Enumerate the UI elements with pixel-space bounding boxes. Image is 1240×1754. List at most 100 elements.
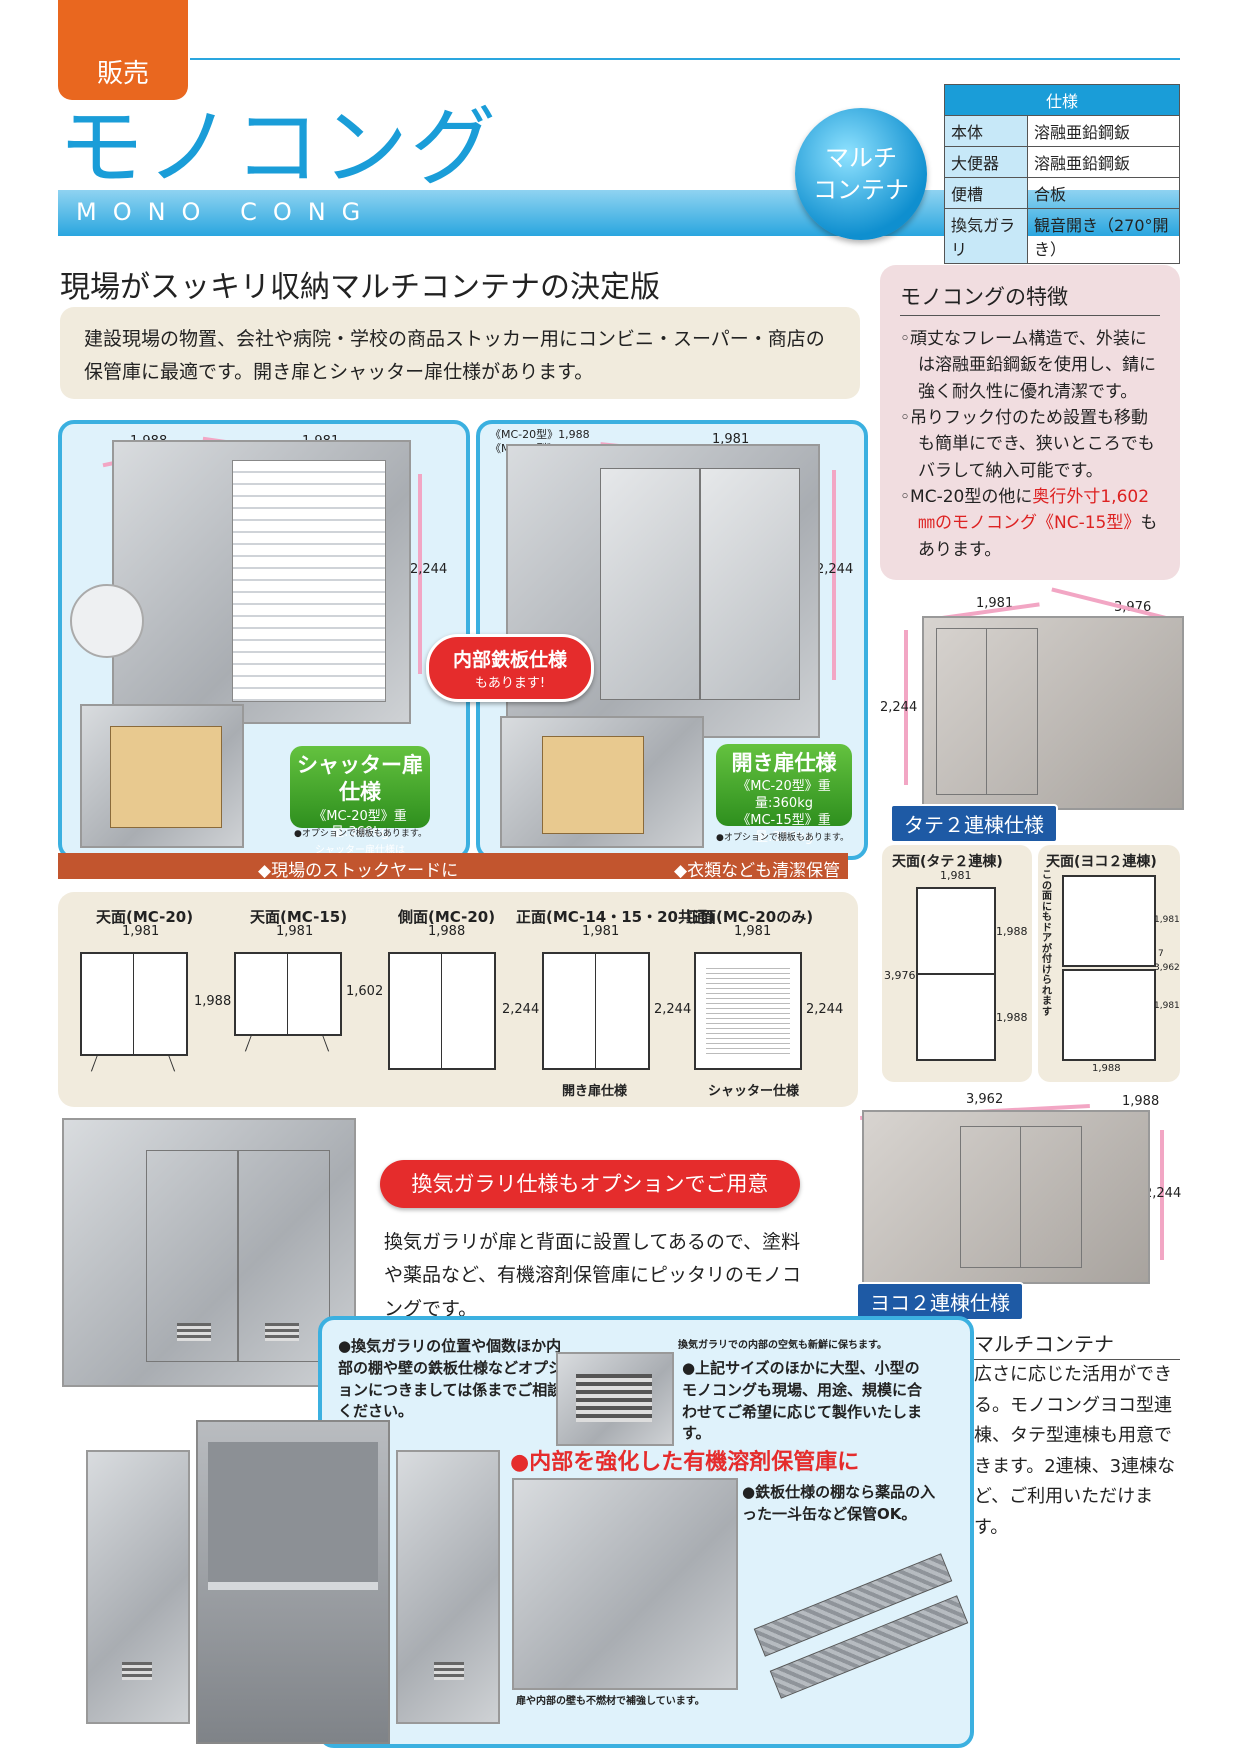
intro-text: 建設現場の物置、会社や病院・学校の商品ストッカー用にコンビニ・スーパー・商店の保… xyxy=(60,307,860,399)
cabinet-left-door xyxy=(86,1450,190,1724)
features-title: モノコングの特徴 xyxy=(900,281,1160,316)
drawing-caption: シャッター仕様 xyxy=(708,1084,800,1099)
spec-key: 本体 xyxy=(944,115,1028,147)
tate-front-doors xyxy=(936,628,1038,795)
drawing-front-shutter xyxy=(694,952,802,1070)
dim-height: 2,244 xyxy=(410,562,448,577)
drawing-width: 1,981 xyxy=(122,924,160,939)
spec-value: 観音開き（270°開き） xyxy=(1027,208,1180,264)
door-interior-photo xyxy=(500,716,704,848)
drawing-height: 2,244 xyxy=(502,1002,540,1017)
shutter-label: シャッター扉仕様 《MC-20型》重量:360kg シャッター扉仕様は 《MC-… xyxy=(290,746,430,890)
shutter-shelf-note: ●オプションで棚板もあります。 xyxy=(294,829,427,839)
drawing-total: 3,976 xyxy=(884,969,916,982)
drawing-top-mc20 xyxy=(80,952,188,1056)
cabinet-right-door xyxy=(396,1450,500,1724)
spec-row: 便槽合板 xyxy=(944,177,1180,209)
drawing-front-door xyxy=(542,952,650,1070)
lead-heading: 現場がスッキリ収納マルチコンテナの決定版 xyxy=(60,270,660,305)
drawing-height: 2,244 xyxy=(806,1002,844,1017)
drawing-width: 1,981 xyxy=(940,869,972,882)
shutter-container-photo xyxy=(112,440,411,724)
shutter-label-title: シャッター扉仕様 xyxy=(297,753,423,805)
interior-plywood xyxy=(542,736,644,834)
yoko-container-photo xyxy=(862,1110,1150,1284)
drawing-width: 1,988 xyxy=(428,924,466,939)
yoko-top-unit-2 xyxy=(1062,969,1156,1061)
drawing-height: 1,981 xyxy=(1154,1001,1180,1011)
louver-description: 換気ガラリが扉と背面に設置してあるので、塗料や薬品など、有機溶剤保管庫にピッタリ… xyxy=(384,1231,802,1320)
banner-right: ◆衣類なども清潔保管 xyxy=(674,861,841,881)
cabinet-body xyxy=(196,1420,390,1744)
spec-value: 溶融亜鉛鋼鈑 xyxy=(1027,115,1180,147)
yoko-front-doors xyxy=(960,1126,1082,1268)
drawing-height: 1,988 xyxy=(194,994,232,1009)
steel-shelf-plates xyxy=(752,1550,969,1700)
feature-text: 吊りフック付のため設置も移動も簡単にでき、狭いところでもバラして納入可能です。 xyxy=(910,408,1155,481)
shutter-weight: 《MC-20型》重量:360kg xyxy=(313,808,407,841)
spec-heading: 仕様 xyxy=(944,84,1180,116)
spec-row: 本体溶融亜鉛鋼鈑 xyxy=(944,115,1180,147)
louver-container-photo xyxy=(62,1118,356,1387)
feature-item: ◦吊りフック付のため設置も移動も簡単にでき、狭いところでもバラして納入可能です。 xyxy=(900,408,1155,481)
cabinet-upper xyxy=(208,1442,378,1582)
dim-height: 2,244 xyxy=(1144,1186,1182,1201)
dim-height: 2,244 xyxy=(880,700,918,715)
drawing-title: 天面(ヨコ２連棟) xyxy=(1046,854,1157,870)
spec-value: 溶融亜鉛鋼鈑 xyxy=(1027,146,1180,178)
drawing-height: 1,981 xyxy=(1154,915,1180,925)
cabinet-shelf xyxy=(208,1582,378,1590)
multi-description: 広さに応じた活用ができる。モノコングヨコ型連棟、タテ型連棟も用意できます。2連棟… xyxy=(974,1364,1176,1538)
feature-item: ◦頑丈なフレーム構造で、外装には溶融亜鉛鋼鈑を使用し、錆に強く耐久性に優れ清潔で… xyxy=(900,329,1156,402)
tate-label: タテ２連棟仕様 xyxy=(890,804,1058,843)
door-weight-mc20: 《MC-20型》重量:360kg xyxy=(737,779,831,812)
drawing-title: 正面(MC-20のみ) xyxy=(686,908,814,926)
drawing-height: 1,602 xyxy=(346,984,384,999)
spec-row: 大便器溶融亜鉛鋼鈑 xyxy=(944,146,1180,178)
door-swing xyxy=(90,1055,176,1072)
top-tate-box: 天面(タテ２連棟) 1,981 3,976 1,988 1,988 xyxy=(882,845,1032,1082)
spec-table: 仕様 本体溶融亜鉛鋼鈑 大便器溶融亜鉛鋼鈑 便槽合板 換気ガラリ観音開き（270… xyxy=(944,84,1180,264)
door-weight-mc15: 《MC-15型》重量:310kg xyxy=(737,813,831,845)
drawing-title: 天面(MC-15) xyxy=(250,908,348,926)
multi-title: マルチコンテナ xyxy=(974,1328,1180,1360)
interior-plywood xyxy=(110,726,222,828)
category-label: 販売 xyxy=(96,59,149,89)
open-cabinet-photo xyxy=(86,1420,500,1744)
louver-vent xyxy=(177,1323,211,1341)
right-door xyxy=(700,468,800,700)
tate-top-unit-1 xyxy=(916,887,996,975)
louver-option-pill: 換気ガラリ仕様もオプションでご用意 xyxy=(380,1160,800,1208)
drawing-title: 正面(MC-14・15・20共通) xyxy=(516,908,715,926)
drawing-height: 1,988 xyxy=(996,925,1028,938)
drawing-side-mc20 xyxy=(388,952,496,1070)
option-note-4: ●鉄板仕様の棚なら薬品の入った一斗缶など保管OK。 xyxy=(742,1483,936,1523)
drawing-width: 1,981 xyxy=(582,924,620,939)
banner-left: ◆現場のストックヤードに xyxy=(258,861,459,881)
left-door xyxy=(146,1150,238,1362)
drawing-height: 2,244 xyxy=(654,1002,692,1017)
inner-plate-line2: もあります! xyxy=(474,676,546,691)
dim-depth: 1,981 xyxy=(712,432,750,447)
shutter-note-1: シャッター扉仕様は xyxy=(315,845,405,857)
louver-grille xyxy=(576,1374,652,1422)
louver-vent xyxy=(265,1323,299,1341)
top-yoko-box: 天面(ヨコ２連棟) この面にもドアが付けられます 1,981 7 3,962 1… xyxy=(1038,845,1180,1082)
door-label: 開き扉仕様 《MC-20型》重量:360kg 《MC-15型》重量:310kg xyxy=(716,744,852,845)
badge-line-1: マルチ xyxy=(825,143,897,172)
solvent-storage-headline: ●内部を強化した有機溶剤保管庫に xyxy=(510,1450,860,1475)
door-label-title: 開き扉仕様 xyxy=(731,751,837,775)
feature-item: ◦MC-20型の他に奥行外寸1,602㎜のモノコング《NC-15型》もあります。 xyxy=(900,487,1158,560)
drawing-width: 1,981 xyxy=(734,924,772,939)
left-door xyxy=(600,468,700,700)
spec-key: 換気ガラリ xyxy=(944,208,1028,264)
features-box: モノコングの特徴 ◦頑丈なフレーム構造で、外装には溶融亜鉛鋼鈑を使用し、錆に強く… xyxy=(880,265,1180,580)
door-swing xyxy=(244,1035,330,1052)
spec-value: 合板 xyxy=(1027,177,1180,209)
louver-vent xyxy=(122,1662,152,1680)
spec-key: 便槽 xyxy=(944,177,1028,209)
dim-depth: 1,988 xyxy=(1122,1094,1160,1109)
feature-highlight: 奥行外寸1,602㎜のモノコング《NC-15型》 xyxy=(918,487,1150,534)
inner-plate-badge: 内部鉄板仕様 もあります! xyxy=(426,634,594,702)
yoko-top-unit-1 xyxy=(1062,875,1156,967)
